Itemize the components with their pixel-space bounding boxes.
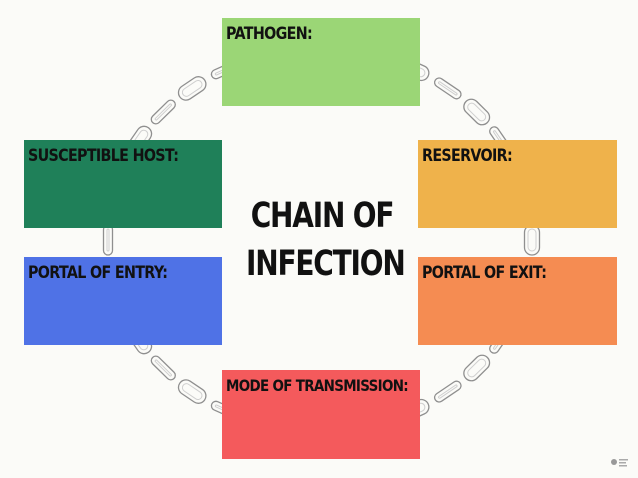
portal-of-entry-box: PORTAL OF ENTRY: [24,257,222,345]
susceptible-host-box: SUSCEPTIBLE HOST: [24,140,222,228]
title-line-1: CHAIN OF [250,196,395,236]
chain-link [523,224,541,256]
mode-of-transmission-box: MODE OF TRANSMISSION: [222,370,420,459]
diagram-title: CHAIN OF INFECTION [246,192,406,288]
chain-link [102,224,114,256]
mode-of-transmission-label: MODE OF TRANSMISSION: [226,376,409,395]
chain-link [150,99,176,125]
chain-link [177,379,207,404]
reservoir-box: RESERVOIR: [418,140,617,228]
chain-link [433,77,462,100]
pathogen-box: PATHOGEN: [222,18,420,106]
reservoir-label: RESERVOIR: [422,146,513,166]
chain-link [177,76,207,101]
chain-link [433,380,462,403]
title-line-2: INFECTION [246,244,406,284]
susceptible-host-label: SUSCEPTIBLE HOST: [28,146,179,166]
chain-link [463,354,491,382]
chain-link [463,98,491,126]
pathogen-label: PATHOGEN: [226,24,313,44]
chain-link [150,355,176,381]
portal-of-entry-label: PORTAL OF ENTRY: [28,263,168,283]
portal-of-exit-box: PORTAL OF EXIT: [418,257,617,345]
brand-logo-icon [611,459,628,467]
portal-of-exit-label: PORTAL OF EXIT: [422,263,547,283]
